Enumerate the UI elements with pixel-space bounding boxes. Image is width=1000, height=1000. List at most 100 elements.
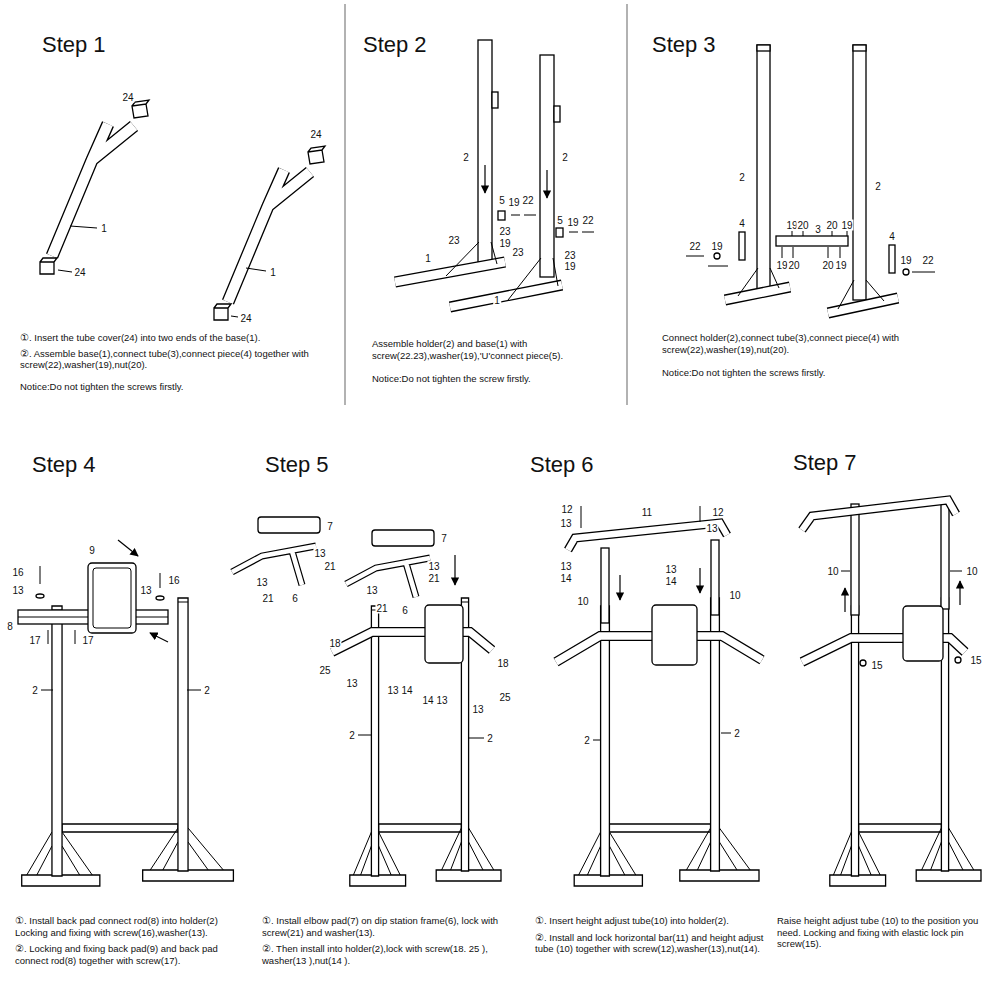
dip-frame bbox=[332, 632, 492, 652]
callout-number: 2 bbox=[561, 152, 569, 163]
callout-number: 22 bbox=[521, 195, 534, 206]
height-tube bbox=[844, 588, 845, 612]
base-part bbox=[395, 242, 562, 307]
callout-number: 3 bbox=[814, 224, 822, 235]
dip-frame bbox=[860, 660, 866, 666]
callout-number: 12 bbox=[560, 504, 573, 515]
callout-number: 13 bbox=[471, 704, 484, 715]
callout-number: 23 bbox=[498, 226, 511, 237]
back-pad-rod bbox=[40, 566, 201, 690]
callout-number: 10 bbox=[728, 590, 741, 601]
callout-number: 23 bbox=[563, 250, 576, 261]
dip-frame bbox=[556, 605, 762, 740]
callout-number: 18 bbox=[496, 658, 509, 669]
base-part bbox=[725, 268, 898, 313]
instruction-text: ②. Install and lock horizontal bar(11) a… bbox=[535, 932, 775, 955]
elbow-pad bbox=[232, 546, 430, 597]
base-part bbox=[446, 242, 558, 300]
callout-number: 10 bbox=[965, 566, 978, 577]
panel-divider bbox=[344, 4, 346, 405]
callout-number: 4 bbox=[738, 218, 746, 229]
callout-number: 17 bbox=[81, 635, 94, 646]
instruction-text: ②. Assemble base(1),connect tube(3),conn… bbox=[20, 348, 340, 371]
holder-upright bbox=[540, 55, 554, 277]
step-heading: Step 2 bbox=[363, 32, 427, 59]
holder-upright bbox=[492, 92, 498, 108]
callout-number: 19 bbox=[899, 255, 912, 266]
callout-number: 24 bbox=[239, 313, 252, 324]
callout-number: 7 bbox=[326, 521, 334, 532]
callout-number: 19 bbox=[710, 241, 723, 252]
leader-line bbox=[58, 226, 266, 317]
callout-number: 18 bbox=[328, 638, 341, 649]
height-tube bbox=[568, 523, 727, 550]
callout-number: 13 bbox=[559, 518, 572, 529]
holder-upright bbox=[757, 45, 770, 290]
step-heading: Step 1 bbox=[42, 32, 106, 59]
callout-number: 25 bbox=[318, 665, 331, 676]
instruction-text: Notice:Do not tighten the screws firstly… bbox=[662, 367, 942, 379]
callout-number: 22 bbox=[581, 215, 594, 226]
connect-tube bbox=[776, 231, 848, 258]
callout-number: 21 bbox=[375, 603, 388, 614]
connect-piece bbox=[511, 215, 594, 232]
callout-number: 6 bbox=[291, 593, 299, 604]
callout-number: 23 bbox=[511, 247, 524, 258]
callout-number: 16 bbox=[11, 567, 24, 578]
holder-upright bbox=[478, 40, 560, 277]
callout-number: 14 bbox=[559, 573, 572, 584]
callout-number: 2 bbox=[738, 172, 746, 183]
callout-number: 19 bbox=[563, 261, 576, 272]
callout-number: 13 bbox=[664, 564, 677, 575]
callout-number: 13 bbox=[365, 585, 378, 596]
callout-number: 14 bbox=[664, 576, 677, 587]
back-pad-rod bbox=[36, 594, 44, 598]
base-part bbox=[725, 287, 898, 313]
callout-number: 13 bbox=[255, 577, 268, 588]
callout-number: 14 bbox=[421, 695, 434, 706]
height-tube bbox=[841, 571, 962, 572]
callout-number: 13 bbox=[386, 685, 399, 696]
height-tube bbox=[802, 500, 956, 530]
base-part bbox=[725, 287, 898, 313]
height-tube bbox=[601, 548, 609, 623]
dip-frame bbox=[955, 657, 961, 663]
leader-line bbox=[58, 226, 266, 317]
callout-number: 2 bbox=[31, 685, 39, 696]
callout-number: 2 bbox=[348, 730, 356, 741]
instruction-text: ①. Insert the tube cover(24) into two en… bbox=[20, 332, 340, 344]
callout-number: 15 bbox=[870, 660, 883, 671]
instruction-text: ①. Install back pad connect rod(8) into … bbox=[15, 915, 245, 938]
instruction-text: Notice:Do not tighten the screws firstly… bbox=[20, 381, 340, 393]
callout-number: 13 bbox=[559, 561, 572, 572]
callout-number: 7 bbox=[440, 533, 448, 544]
callout-number: 20 bbox=[825, 220, 838, 231]
back-pad-rod bbox=[150, 633, 168, 642]
holder-upright bbox=[478, 40, 492, 262]
tube-cover bbox=[132, 100, 149, 118]
back-pad-rod bbox=[156, 596, 164, 600]
base-part bbox=[738, 268, 884, 309]
tube-cover bbox=[40, 258, 57, 274]
height-tube bbox=[699, 568, 700, 593]
base-part bbox=[52, 124, 310, 302]
dip-frame bbox=[332, 555, 492, 738]
callout-number: 21 bbox=[323, 561, 336, 572]
callout-number: 2 bbox=[486, 733, 494, 744]
dip-frame bbox=[425, 605, 463, 663]
callout-number: 4 bbox=[888, 231, 896, 242]
tube-cover bbox=[308, 146, 325, 164]
connect-piece bbox=[498, 211, 594, 237]
holder-upright bbox=[484, 165, 485, 193]
callout-number: 13 bbox=[345, 678, 358, 689]
dip-frame bbox=[593, 733, 731, 740]
height-tube bbox=[711, 540, 719, 615]
connect-piece bbox=[498, 211, 505, 220]
callout-number: 10 bbox=[826, 566, 839, 577]
holder-upright bbox=[757, 45, 866, 300]
callout-number: 24 bbox=[309, 129, 322, 140]
connect-tube bbox=[782, 231, 847, 258]
step-heading: Step 5 bbox=[265, 452, 329, 479]
